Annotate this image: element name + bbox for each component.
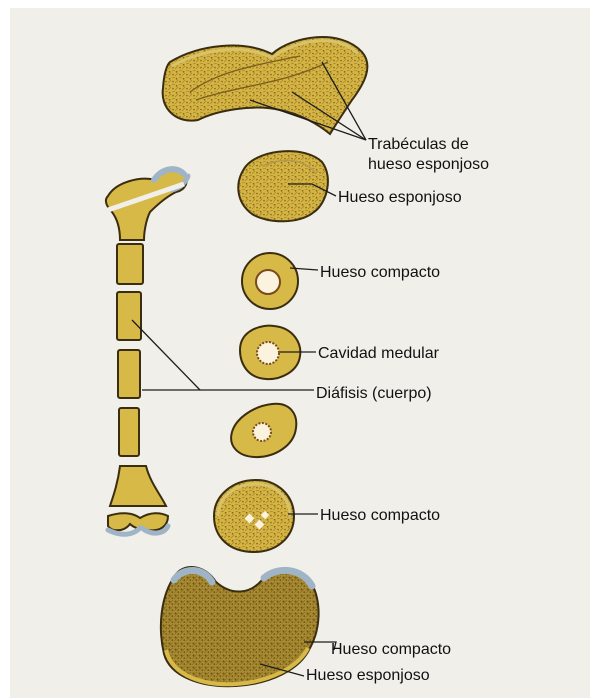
shaft-section-1 (242, 253, 298, 309)
label-hueso-compacto-lower: Hueso compacto (320, 506, 440, 525)
label-cavidad-medular: Cavidad medular (318, 344, 439, 363)
label-hueso-esponjoso-epiphysis: Hueso esponjoso (338, 188, 462, 207)
distal-metaphysis-section (214, 480, 294, 552)
label-hueso-esponjoso-condyles: Hueso esponjoso (306, 666, 430, 685)
femoral-head-section (238, 151, 328, 221)
label-trabeculas-line1: Trabéculas de (368, 135, 469, 154)
label-hueso-compacto-upper: Hueso compacto (320, 263, 440, 282)
label-diafisis: Diáfisis (cuerpo) (316, 384, 432, 403)
label-hueso-compacto-condyles: Hueso compacto (331, 640, 451, 659)
label-trabeculas-line2: hueso esponjoso (368, 155, 489, 174)
